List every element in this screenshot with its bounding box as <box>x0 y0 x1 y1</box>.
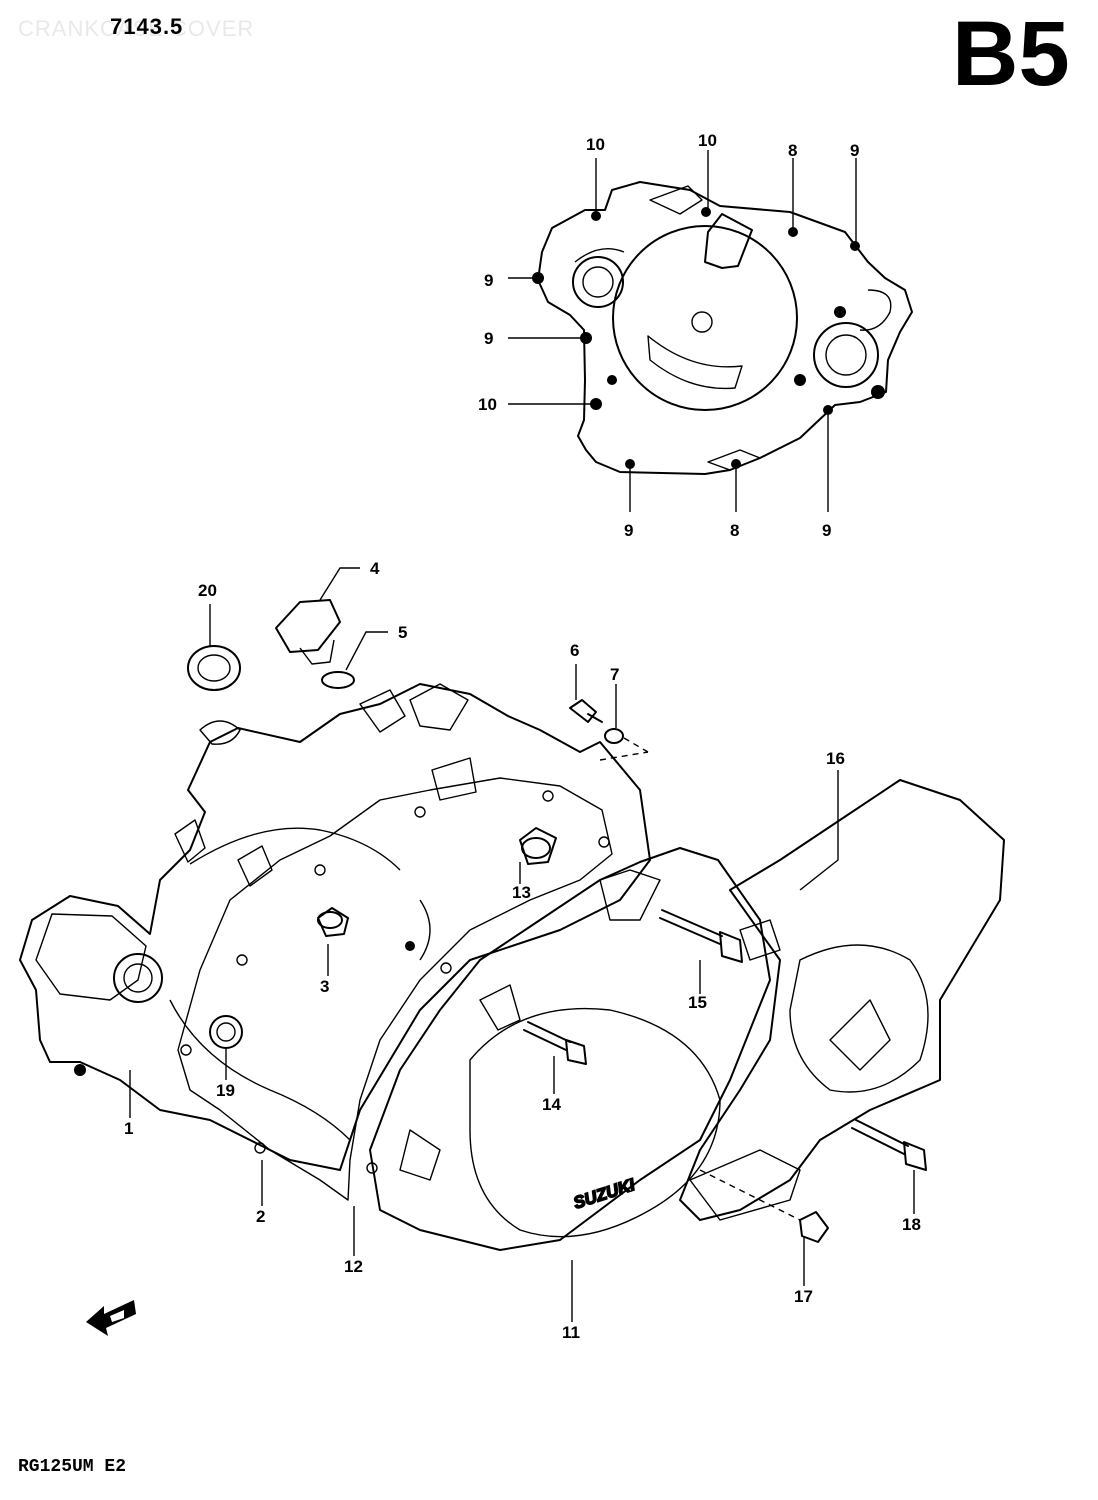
callout-10: 10 <box>698 131 717 150</box>
callout-5: 5 <box>398 623 407 642</box>
callout-10: 10 <box>478 395 497 414</box>
callout-10: 10 <box>586 135 605 154</box>
bolt-18 <box>851 1119 927 1171</box>
callout-9: 9 <box>822 521 831 540</box>
callout-15: 15 <box>688 993 707 1012</box>
callout-11: 11 <box>562 1323 580 1342</box>
page-title: 7143.5 <box>110 14 184 39</box>
oil-seal-20 <box>187 645 241 691</box>
bolt-15 <box>659 909 743 963</box>
main-leader-lines <box>129 567 915 1322</box>
assembly-line-17 <box>699 1169 801 1221</box>
callout-9: 9 <box>850 141 859 160</box>
dowel-13 <box>521 837 551 859</box>
callout-13: 13 <box>512 883 531 902</box>
model-code: RG125UM E2 <box>18 1457 127 1477</box>
plug-4 <box>275 599 341 665</box>
washer-7 <box>604 728 624 744</box>
callout-7: 7 <box>610 665 619 684</box>
callout-9: 9 <box>484 271 493 290</box>
callout-12: 12 <box>344 1257 363 1276</box>
callout-17: 17 <box>794 1287 813 1306</box>
callout-19: 19 <box>216 1081 235 1100</box>
front-direction-arrow-icon <box>86 1300 136 1336</box>
callout-9: 9 <box>484 329 493 348</box>
callout-2: 2 <box>256 1207 265 1226</box>
top-leader-lines <box>508 150 857 512</box>
header-ghost-title: CRANKCASE COVER <box>18 16 255 41</box>
callout-9: 9 <box>624 521 633 540</box>
bolt-17 <box>799 1211 829 1243</box>
gasket <box>177 777 613 1201</box>
callout-20: 20 <box>198 581 217 600</box>
bolt-6 <box>569 699 603 723</box>
callout-16: 16 <box>826 749 845 768</box>
assembly-line-6 <box>599 751 649 761</box>
callout-8: 8 <box>788 141 797 160</box>
section-code: B5 <box>952 3 1070 105</box>
callout-4: 4 <box>370 559 380 578</box>
callout-3: 3 <box>320 977 329 996</box>
dowel-3 <box>317 911 343 929</box>
callout-labels: 10 10 8 9 9 9 10 9 8 9 20 4 5 6 7 16 13 … <box>124 131 921 1342</box>
o-ring-5 <box>321 671 355 689</box>
clutch-cover: SUZUKI <box>369 847 771 1251</box>
bolt-14 <box>523 1021 587 1065</box>
cover-inner-view <box>532 181 913 475</box>
callout-8: 8 <box>730 521 739 540</box>
crankcase-left-half <box>19 683 651 1171</box>
callout-18: 18 <box>902 1215 921 1234</box>
callout-1: 1 <box>124 1119 133 1138</box>
callout-6: 6 <box>570 641 579 660</box>
callout-14: 14 <box>542 1095 561 1114</box>
assembly-line-7 <box>623 737 649 753</box>
crankcase-right-half <box>679 779 1005 1221</box>
